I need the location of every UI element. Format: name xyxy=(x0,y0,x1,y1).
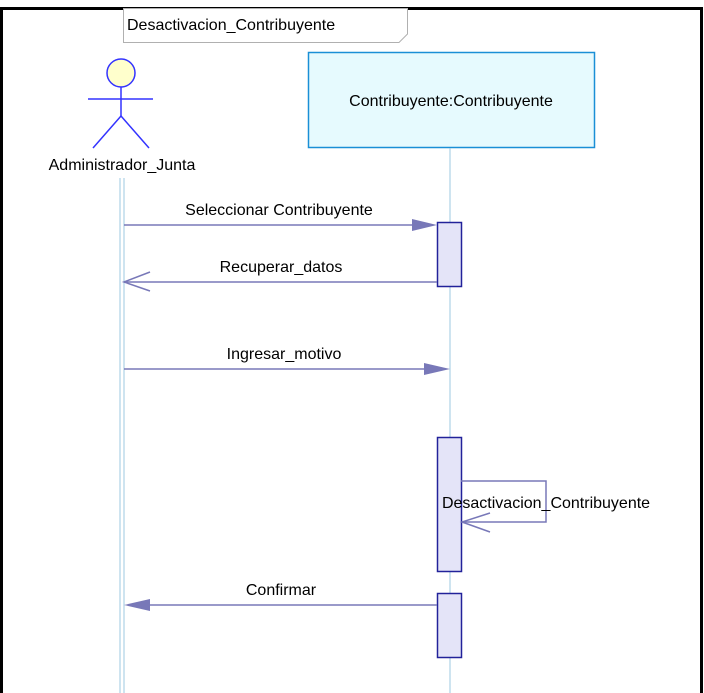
arrowhead-filled xyxy=(424,363,450,375)
message-seleccionar-contribuyente[interactable]: Seleccionar Contribuyente xyxy=(124,202,437,231)
message-line xyxy=(461,480,547,523)
message-confirmar[interactable]: Confirmar xyxy=(124,582,437,611)
message-desactivacion-contribuyente[interactable]: Desactivacion_Contribuyente xyxy=(442,480,650,533)
activation-bar xyxy=(436,436,463,573)
actor-head xyxy=(106,58,136,88)
actor-right-leg xyxy=(120,115,150,149)
object-box xyxy=(307,51,596,149)
message-ingresar-motivo[interactable]: Ingresar_motivo xyxy=(124,346,450,375)
arrowhead-open xyxy=(121,271,151,292)
frame-title-tab: Desactivacion_Contribuyente xyxy=(123,8,408,43)
actor-administrador-junta[interactable]: Administrador_Junta xyxy=(49,58,196,174)
activation-bar xyxy=(436,592,463,659)
object-name: Contribuyente:Contribuyente xyxy=(349,93,553,110)
actor-left-leg xyxy=(92,115,122,149)
actor-name: Administrador_Junta xyxy=(49,157,196,174)
message-label: Recuperar_datos xyxy=(220,259,343,276)
arrowhead-filled xyxy=(124,599,150,611)
message-recuperar-datos[interactable]: Recuperar_datos xyxy=(121,259,437,292)
object-contribuyente[interactable]: Contribuyente:Contribuyente xyxy=(307,51,596,149)
message-label: Desactivacion_Contribuyente xyxy=(442,495,650,512)
arrowhead-filled xyxy=(412,219,437,231)
activation-bar xyxy=(436,221,463,288)
message-label: Confirmar xyxy=(246,582,317,599)
message-label: Seleccionar Contribuyente xyxy=(185,202,373,219)
frame-title-tab-shape xyxy=(123,8,408,43)
frame-title: Desactivacion_Contribuyente xyxy=(127,17,335,34)
message-label: Ingresar_motivo xyxy=(227,346,342,363)
arrowhead-open xyxy=(459,512,491,533)
